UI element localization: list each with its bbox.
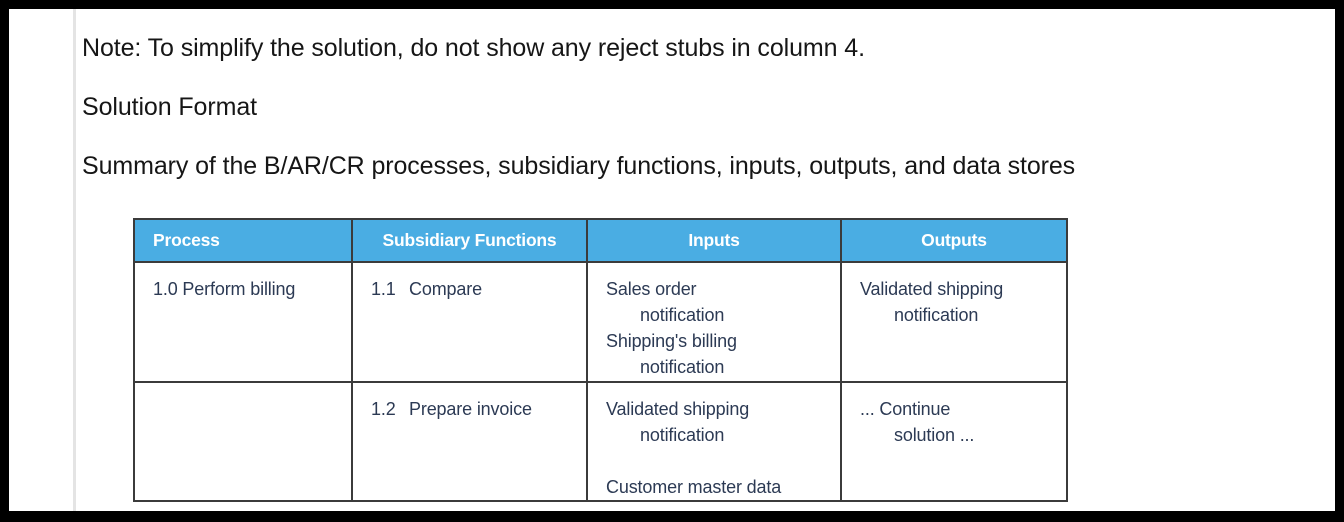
subsidiary-function-entry: 1.2 Prepare invoice	[371, 396, 578, 422]
summary-heading: Summary of the B/AR/CR processes, subsid…	[82, 152, 1076, 180]
input-item: Validated shipping notification	[606, 399, 750, 445]
cell-subsidiary-function: 1.1 Compare	[351, 261, 588, 383]
inputs-list: Validated shipping notification Customer…	[606, 396, 832, 500]
input-item: Customer master data	[606, 477, 782, 497]
table-row: 1.0 Perform billing 1.1 Compare Sales ord…	[133, 261, 1068, 383]
cell-process: 1.0 Perform billing	[133, 261, 353, 383]
column-header-process: Process	[133, 218, 353, 263]
cell-outputs: ... Continue solution ...	[840, 381, 1068, 502]
outputs-list: Validated shipping notification	[860, 276, 1058, 328]
table-header-row: Process Subsidiary Functions Inputs Outp…	[133, 218, 1068, 263]
table-header: Process Subsidiary Functions Inputs Outp…	[133, 218, 1068, 263]
column-header-inputs: Inputs	[586, 218, 842, 263]
summary-table: Process Subsidiary Functions Inputs Outp…	[133, 218, 1068, 502]
subsidiary-function-label: Prepare invoice	[409, 399, 532, 419]
cell-inputs: Validated shipping notification Customer…	[586, 381, 842, 502]
process-label: 1.0 Perform billing	[153, 279, 296, 299]
output-item: ... Continue solution ...	[860, 399, 975, 445]
cell-process	[133, 381, 353, 502]
cell-inputs: Sales order notification Shipping's bill…	[586, 261, 842, 383]
subsidiary-function-number: 1.1	[371, 279, 396, 299]
outputs-list: ... Continue solution ...	[860, 396, 1058, 448]
column-header-outputs: Outputs	[840, 218, 1068, 263]
subsidiary-function-label: Compare	[409, 279, 482, 299]
document-page: Note: To simplify the solution, do not s…	[9, 9, 1335, 511]
cell-subsidiary-function: 1.2 Prepare invoice	[351, 381, 588, 502]
table-body: 1.0 Perform billing 1.1 Compare Sales ord…	[133, 261, 1068, 502]
note-text: Note: To simplify the solution, do not s…	[82, 34, 865, 62]
cell-outputs: Validated shipping notification	[840, 261, 1068, 383]
subsidiary-function-entry: 1.1 Compare	[371, 276, 578, 302]
subsidiary-function-number: 1.2	[371, 399, 396, 419]
prose-block: Note: To simplify the solution, do not s…	[82, 25, 1232, 181]
solution-format-heading: Solution Format	[82, 93, 257, 121]
output-item: Validated shipping notification	[860, 279, 1004, 325]
inputs-list: Sales order notification Shipping's bill…	[606, 276, 832, 380]
column-header-subsidiary-functions: Subsidiary Functions	[351, 218, 588, 263]
input-item: Sales order notification	[606, 279, 725, 325]
input-item: Shipping's billing notification	[606, 331, 737, 377]
table-row: 1.2 Prepare invoice Validated shipping no…	[133, 381, 1068, 502]
page-gutter-rule	[73, 9, 76, 511]
